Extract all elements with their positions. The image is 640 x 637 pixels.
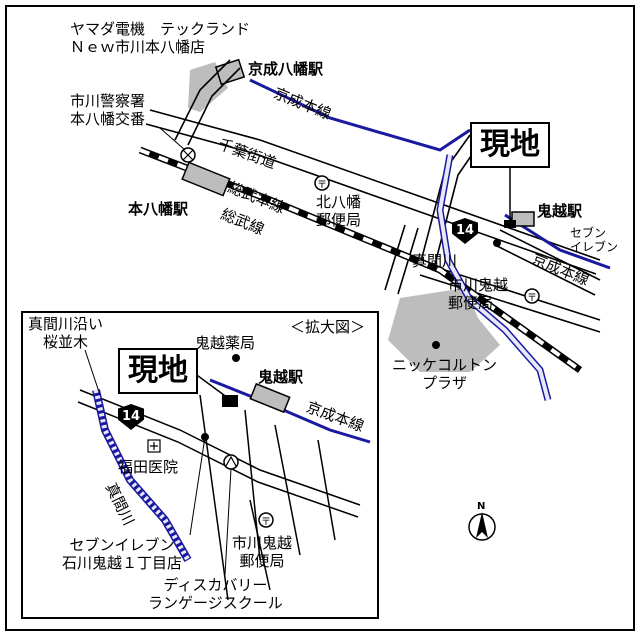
yamada-label: ヤマダ電機 テックランド Ｎｅｗ市川本八幡店 (70, 20, 250, 56)
inset-pharmacy-label: 鬼越薬局 (195, 334, 256, 352)
inset-onigoe-station-label: 鬼越駅 (258, 368, 304, 386)
nikke-label: ニッケコルトン プラザ (392, 356, 498, 392)
inset-seven-eleven-label: セブンイレブン 石川鬼越１丁目店 (62, 536, 183, 572)
inset-genchi-marker (222, 395, 238, 407)
inset-genchi-box: 現地 (118, 348, 198, 394)
motoyawata-label: 本八幡駅 (128, 200, 189, 218)
svg-text:〒: 〒 (261, 517, 271, 528)
inset-frame (21, 311, 379, 619)
keisei-line-upper (249, 78, 471, 152)
north-arrow-icon (476, 512, 488, 538)
inset-fukuda-label: 福田医院 (118, 458, 179, 476)
inset-title: ＜拡大図＞ (290, 318, 366, 336)
seven-eleven-label: セブン イレブン (570, 226, 619, 254)
inset-onigoe-station-building (249, 382, 291, 414)
police-label: 市川警察署 本八幡交番 (70, 92, 146, 128)
onigoe-station-label: 鬼越駅 (537, 202, 583, 220)
keisei-yawata-label: 京成八幡駅 (248, 60, 324, 78)
mamagawa-label: 真間川 (412, 252, 458, 270)
onigoe-station-building (511, 211, 535, 227)
genchi-marker-main (504, 220, 516, 228)
inset-pharmacy-marker (232, 354, 240, 362)
nikke-marker (432, 341, 440, 349)
mama-river-inner (437, 154, 550, 401)
genchi-main-box: 現地 (470, 122, 550, 168)
nikke-building (388, 288, 500, 372)
roads (145, 59, 601, 333)
motoyawata-station-building (181, 161, 231, 197)
seven-eleven-marker (493, 239, 501, 247)
inset-sakura-label: 真間川沿い 桜並木 (28, 315, 104, 351)
inset-discovery-label: ディスカバリー ランゲージスクール (148, 576, 283, 612)
onigoe-post-marker (524, 288, 540, 304)
inset-post-marker (258, 512, 274, 528)
kitayawata-post-label: 北八幡 郵便局 (316, 193, 362, 229)
inset-post-label: 市川鬼越 郵便局 (232, 534, 293, 570)
north-label: N (477, 501, 486, 512)
inset-keisei-line (209, 378, 371, 444)
svg-text:〒: 〒 (317, 180, 327, 191)
yamada-text: ヤマダ電機 テックランド Ｎｅｗ市川本八幡店 (70, 20, 251, 56)
kitayawata-post-marker (314, 175, 330, 191)
svg-text:〒: 〒 (527, 293, 537, 304)
onigoe-post-label: 市川鬼越 郵便局 (448, 276, 509, 312)
